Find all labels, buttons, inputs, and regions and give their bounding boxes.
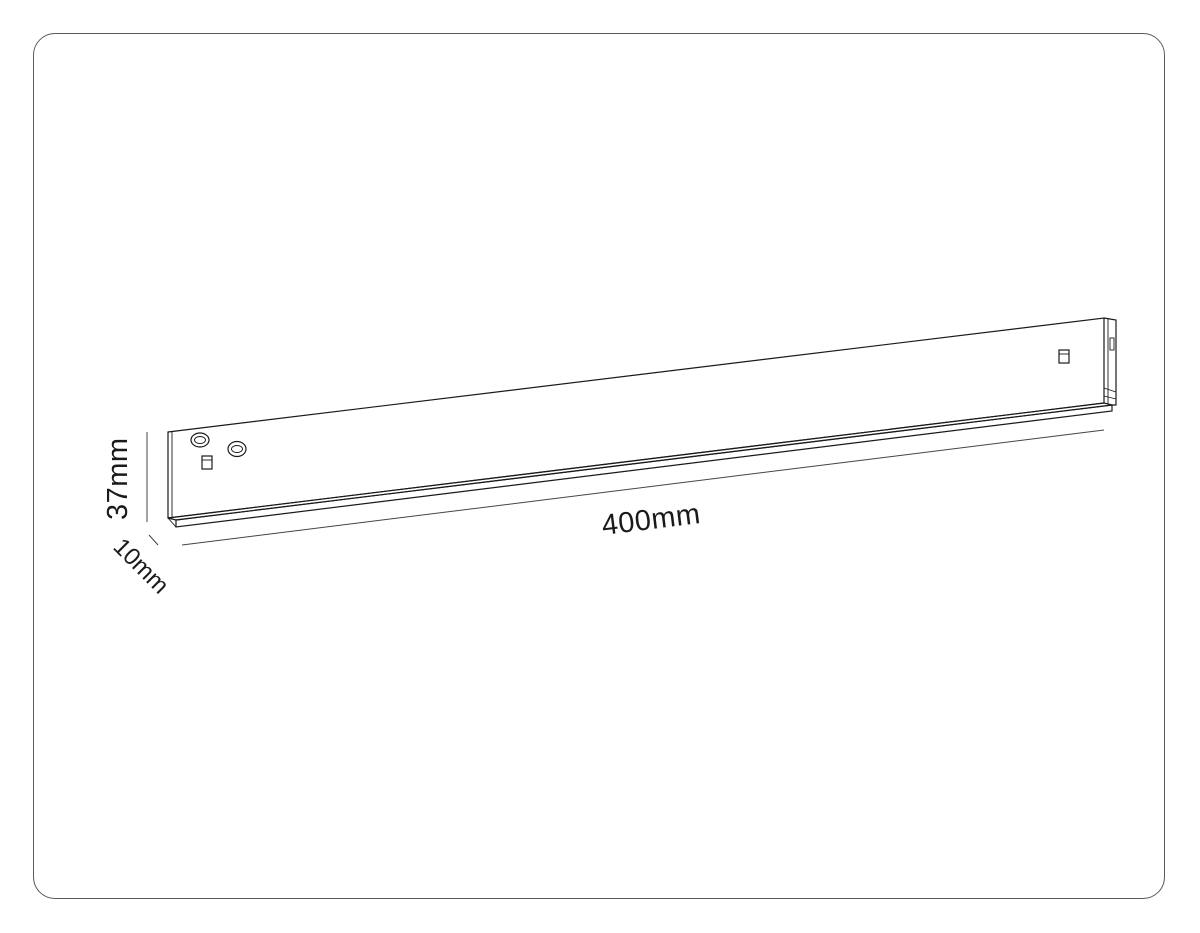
mounting-hole-1 [190,432,210,448]
length-dimension-line [181,429,1105,546]
diffuser-strip [167,402,1113,521]
height-label: 37mm [102,437,134,520]
clip-slot-left [201,455,213,470]
depth-label: 10mm [108,533,174,599]
end-connector-slot [1109,337,1115,351]
mounting-hole-2 [227,440,247,458]
drawing-frame [33,33,1165,899]
clip-slot-right [1058,349,1070,364]
end-cap-right [1103,317,1117,406]
diffuser-strip-lower [175,404,1113,528]
length-label: 400mm [600,498,702,542]
depth-dimension-line [148,534,159,546]
